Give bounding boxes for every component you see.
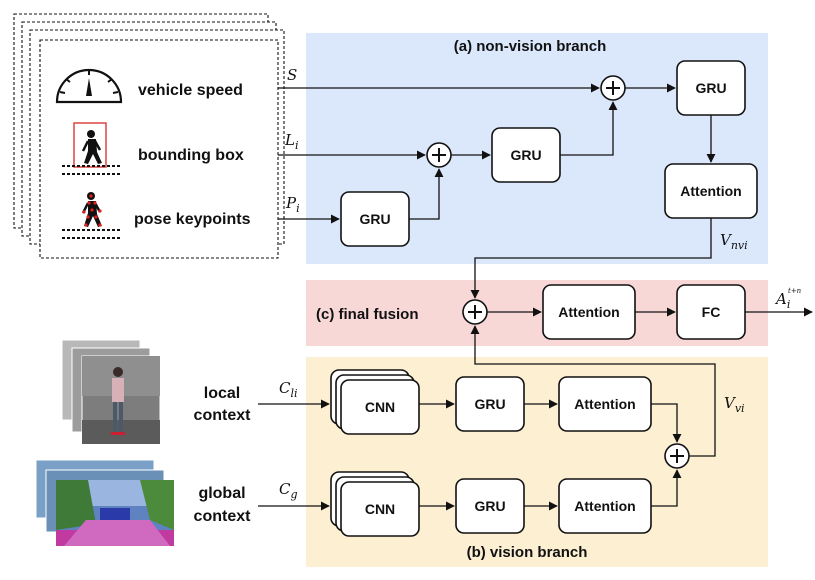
local-context-image-stack xyxy=(61,339,161,445)
global-context-var-label: Cg xyxy=(279,480,298,501)
v-nv-label: Vnvi xyxy=(720,231,748,252)
adder-final xyxy=(462,299,488,325)
svg-text:CNN: CNN xyxy=(365,399,395,415)
svg-text:Attention: Attention xyxy=(574,396,635,412)
gru-global: GRU xyxy=(455,478,525,534)
svg-text:Attention: Attention xyxy=(574,498,635,514)
speed-var-label: S xyxy=(287,66,297,84)
vehicle-speed-label: vehicle speed xyxy=(138,82,243,99)
gru-speed: GRU xyxy=(676,60,746,116)
non-vision-connectors xyxy=(278,83,716,299)
gru-local: GRU xyxy=(455,376,525,432)
global-context-label-line2: context xyxy=(194,508,252,525)
bbox-var-label: Li xyxy=(284,131,299,152)
adder-speed xyxy=(600,75,626,101)
attention-local: Attention xyxy=(558,376,652,432)
pose-keypoints-label: pose keypoints xyxy=(134,211,251,228)
pedestrian-bbox-icon xyxy=(62,122,122,175)
local-context-var-label: Cli xyxy=(279,379,298,400)
svg-text:Attention: Attention xyxy=(680,183,741,199)
attention-non-vision: Attention xyxy=(664,163,758,219)
vision-branch-title: (b) vision branch xyxy=(467,544,588,561)
bounding-box-label: bounding box xyxy=(138,147,244,164)
adder-vision xyxy=(664,443,690,469)
global-context-image-stack xyxy=(35,459,174,546)
vision-connectors xyxy=(258,325,716,511)
output-superscript: t+n xyxy=(788,287,802,295)
gru-pose: GRU xyxy=(340,191,410,247)
cnn-global: CNN xyxy=(330,471,420,537)
attention-final: Attention xyxy=(542,284,636,340)
input-features-card xyxy=(13,13,285,259)
svg-text:GRU: GRU xyxy=(695,80,726,96)
pose-var-label: Pi xyxy=(285,194,300,215)
svg-text:GRU: GRU xyxy=(510,147,541,163)
pose-keypoints-icon xyxy=(62,192,122,239)
svg-text:FC: FC xyxy=(702,304,721,320)
global-context-label-line1: global xyxy=(198,485,245,502)
local-context-label-line1: local xyxy=(204,385,240,402)
gru-bbox: GRU xyxy=(491,127,561,183)
svg-text:Attention: Attention xyxy=(558,304,619,320)
adder-bbox xyxy=(426,142,452,168)
svg-text:GRU: GRU xyxy=(474,498,505,514)
v-v-label: Vvi xyxy=(724,394,745,415)
svg-text:CNN: CNN xyxy=(365,501,395,517)
fc-layer: FC xyxy=(676,284,746,340)
cnn-local: CNN xyxy=(330,369,420,435)
output-label: Ai xyxy=(774,290,790,311)
local-context-label-line2: context xyxy=(194,407,252,424)
svg-text:GRU: GRU xyxy=(474,396,505,412)
speedometer-icon xyxy=(55,68,123,104)
svg-text:GRU: GRU xyxy=(359,211,390,227)
non-vision-branch-title: (a) non-vision branch xyxy=(454,38,607,55)
final-fusion-title: (c) final fusion xyxy=(316,306,419,323)
attention-global: Attention xyxy=(558,478,652,534)
